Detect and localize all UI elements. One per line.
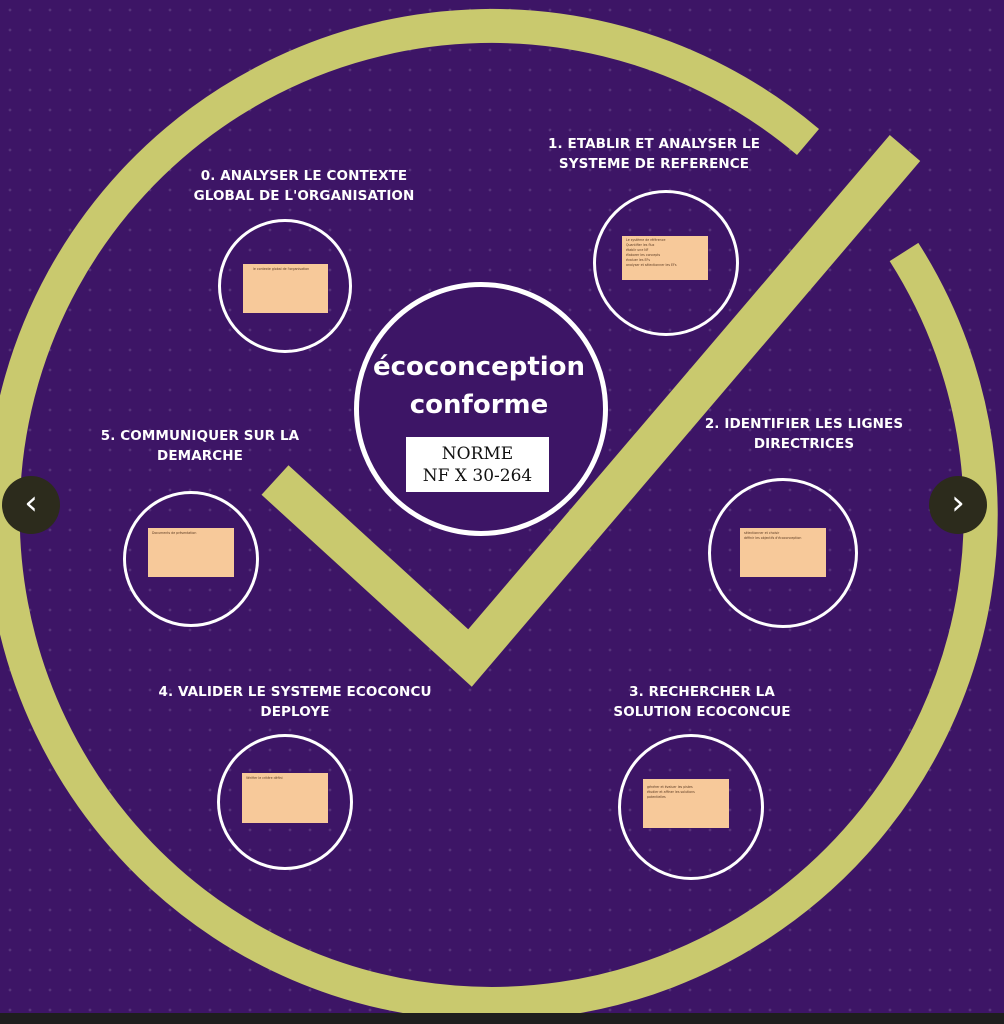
step-title-line: SOLUTION ECOCONCUE — [613, 704, 791, 720]
step-title-line: 5. COMMUNIQUER SUR LA — [100, 428, 300, 444]
outer-arc — [0, 8, 998, 1021]
step-title-line: DIRECTRICES — [753, 436, 855, 452]
step-title-line: 1. ETABLIR ET ANALYSER LE — [547, 136, 761, 152]
center-title-line-2: conforme — [409, 390, 549, 420]
step-0-ring[interactable] — [218, 219, 352, 353]
center-circle — [354, 282, 608, 536]
note-line: définir les objectifs d'écoconception — [744, 536, 802, 540]
next-slide-button[interactable]: › — [929, 476, 987, 534]
step-title-line: DEPLOYE — [260, 704, 330, 720]
chevron-right-icon: › — [951, 483, 965, 523]
step-4-title: 4. VALIDER LE SYSTEME ECOCONCU DEPLOYE — [145, 682, 445, 722]
step-4-ring[interactable] — [217, 734, 353, 870]
norm-line-2: NF X 30-264 — [422, 466, 533, 486]
note-line: analyser et sélectionner les EFs — [626, 263, 677, 267]
step-5-note[interactable]: Documents de présentation — [148, 528, 234, 577]
step-1-ring[interactable] — [593, 190, 739, 336]
step-5-ring[interactable] — [123, 491, 259, 627]
step-2-title: 2. IDENTIFIER LES LIGNES DIRECTRICES — [694, 414, 914, 454]
step-3-ring[interactable] — [618, 734, 764, 880]
step-title-line: GLOBAL DE L'ORGANISATION — [193, 188, 415, 204]
step-3-title: 3. RECHERCHER LA SOLUTION ECOCONCUE — [592, 682, 812, 722]
note-line: étudier et affiner les solutions — [647, 790, 695, 794]
center-title: écoconception conforme — [354, 348, 604, 424]
note-line: Vérifier le critère défini — [246, 776, 283, 780]
step-title-line: SYSTEME DE REFERENCE — [558, 156, 750, 172]
step-0-title: 0. ANALYSER LE CONTEXTE GLOBAL DE L'ORGA… — [184, 166, 424, 206]
step-title-line: 4. VALIDER LE SYSTEME ECOCONCU — [158, 684, 432, 700]
step-title-line: DEMARCHE — [157, 448, 243, 464]
step-title-line: 2. IDENTIFIER LES LIGNES — [704, 416, 904, 432]
note-line: Le système de référence — [626, 238, 666, 242]
step-1-title: 1. ETABLIR ET ANALYSER LE SYSTEME DE REF… — [534, 134, 774, 174]
note-line: sélectionner et choisir — [744, 531, 780, 535]
step-title-line: 3. RECHERCHER LA — [629, 684, 775, 700]
step-4-note[interactable]: Vérifier le critère défini — [242, 773, 328, 823]
note-line: le contexte global de l'organisation — [253, 267, 310, 271]
note-line: élaborer les concepts — [626, 253, 661, 257]
note-line: établir une NF — [626, 248, 649, 252]
note-line: Documents de présentation — [152, 531, 197, 535]
step-3-note[interactable]: générer et évaluer les pistes étudier et… — [643, 779, 729, 828]
note-line: potentielles — [647, 795, 666, 799]
norm-box: NORME NF X 30-264 — [406, 437, 549, 492]
center-title-line-1: écoconception — [372, 352, 586, 382]
step-5-title: 5. COMMUNIQUER SUR LA DEMARCHE — [90, 426, 310, 466]
prev-slide-button[interactable]: ‹ — [2, 476, 60, 534]
note-line: Quantifier les flux — [626, 243, 655, 247]
step-title-line: 0. ANALYSER LE CONTEXTE — [200, 168, 408, 184]
step-2-note[interactable]: sélectionner et choisir définir les obje… — [740, 528, 826, 577]
chevron-left-icon: ‹ — [24, 483, 38, 523]
note-line: générer et évaluer les pistes — [647, 785, 693, 789]
note-line: évaluer les EFs — [626, 258, 651, 262]
check-mark — [261, 135, 921, 687]
bottom-bar — [0, 1013, 1004, 1024]
norm-line-1: NORME — [441, 444, 514, 464]
step-0-note[interactable]: le contexte global de l'organisation — [243, 264, 328, 313]
step-2-ring[interactable] — [708, 478, 858, 628]
step-1-note[interactable]: Le système de référence Quantifier les f… — [622, 236, 708, 280]
